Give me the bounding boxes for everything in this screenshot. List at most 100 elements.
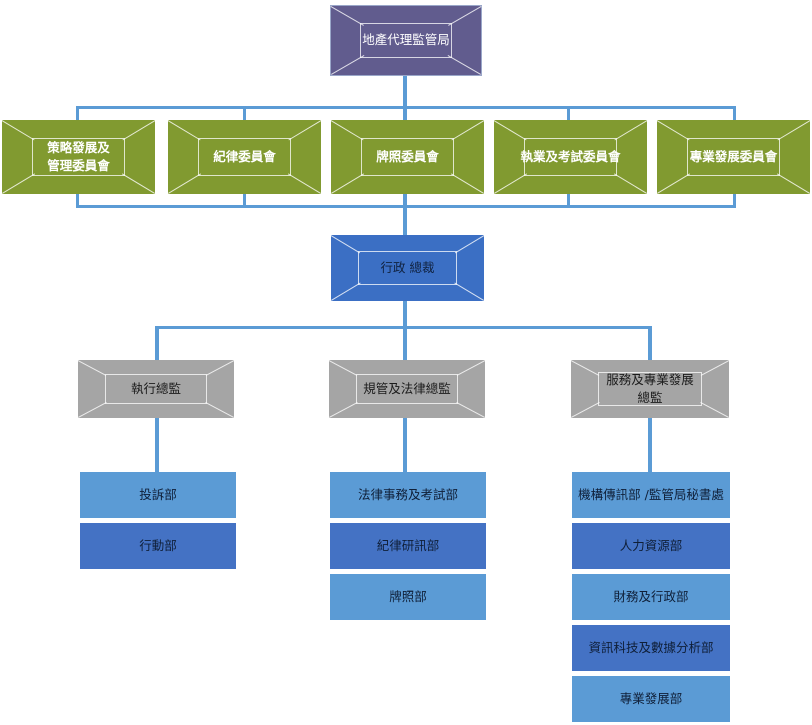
node-department-it-data-analytics[interactable]: 資訊科技及數據分析部 [572,625,730,671]
connector-director2-to-dept [403,418,407,472]
director-bevel-edge-tl [328,360,358,376]
department-label: 行動部 [139,537,177,553]
root-bevel-edge-bl [331,55,365,75]
root-label: 地產代理監管局 [362,32,450,48]
department-label: 牌照部 [389,588,427,604]
root-bevel-edge-br [447,55,481,75]
committee-inner-face [198,138,291,176]
node-department-finance-admin[interactable]: 財務及行政部 [572,574,730,620]
committee-bevel-edge-tl [493,120,527,141]
node-committee-licensing[interactable]: 牌照委員會 [330,120,485,194]
connector-committee-riser-4 [567,192,570,207]
director-inner-face [598,372,702,406]
committee-inner-face [687,138,780,176]
connector-ceo-down [403,301,407,360]
director-bevel-edge-bl [329,401,358,418]
node-committee-professional-dev[interactable]: 專業發展委員會 [656,120,811,194]
director-label: 規管及法律總監 [363,380,451,396]
director-bevel-edge-br [205,401,234,418]
ceo-bevel-edge-tl [330,235,361,254]
node-department-licensing[interactable]: 牌照部 [330,574,486,620]
committee-bevel-edge-tr [288,120,322,141]
connector-director-drop-3 [648,326,652,360]
ceo-bevel-edge-br [454,282,484,301]
director-bevel-edge-bl [571,401,600,418]
connector-director3-to-dept [648,418,652,472]
committee-bevel-edge-tr [122,120,156,141]
node-director-operations[interactable]: 執行總監 [77,360,235,418]
node-ceo[interactable]: 行政 總裁 [330,235,485,301]
connector-director-bus [155,326,652,329]
connector-committee-drop-3 [403,106,407,122]
committee-label: 專業發展委員會 [689,148,778,164]
department-label: 機構傳訊部 /監管局秘書處 [578,486,724,502]
connector-director-drop-1 [155,326,159,360]
committee-bevel-edge-br [450,173,484,194]
node-department-corporate-comms-secretariat[interactable]: 機構傳訊部 /監管局秘書處 [572,472,730,518]
committee-bevel-edge-tl [330,120,364,141]
connector-committee-drop-2 [243,106,246,122]
committee-bevel-edge-tl [167,120,201,141]
node-department-disciplinary-inquiry[interactable]: 紀律研訊部 [330,523,486,569]
connector-director1-to-dept [155,418,159,472]
node-department-professional-development[interactable]: 專業發展部 [572,676,730,722]
committee-bevel-edge-br [287,173,321,194]
committee-inner-face [361,138,454,176]
department-label: 投訴部 [139,486,177,502]
director-bevel-edge-tl [570,360,600,376]
committee-label: 紀律委員會 [213,148,276,164]
committee-bevel-edge-tl [656,120,690,141]
committee-bevel-edge-bl [2,173,36,194]
node-department-operations[interactable]: 行動部 [80,523,236,569]
director-label: 執行總監 [130,380,181,396]
node-committee-disciplinary[interactable]: 紀律委員會 [167,120,322,194]
ceo-label: 行政 總裁 [380,259,435,275]
node-department-complaints[interactable]: 投訴部 [80,472,236,518]
committee-label: 牌照委員會 [376,148,439,164]
connector-committee-drop-5 [733,106,736,122]
committee-bevel-edge-tr [614,120,648,141]
node-department-legal-exam[interactable]: 法律事務及考試部 [330,472,486,518]
department-label: 財務及行政部 [613,588,689,604]
connector-committee-riser-1 [76,192,79,207]
node-director-regulatory-legal[interactable]: 規管及法律總監 [328,360,486,418]
director-bevel-edge-br [456,401,485,418]
director-label: 服務及專業發展 總監 [606,371,694,405]
ceo-bevel-edge-bl [331,282,361,301]
root-bevel-edge-tl [330,6,364,26]
connector-committee-drop-1 [76,106,79,122]
director-bevel-edge-br [700,401,729,418]
director-bevel-edge-tr [205,360,235,376]
committee-inner-face [32,138,125,176]
department-label: 法律事務及考試部 [357,486,458,502]
connector-bus-to-ceo [403,205,407,235]
department-label: 人力資源部 [619,537,683,553]
ceo-inner-face [358,251,457,285]
committee-bevel-edge-bl [168,173,202,194]
committee-label: 策略發展及 管理委員會 [47,139,110,173]
committee-label: 執業及考試委員會 [520,148,621,164]
node-committee-practice-exam[interactable]: 執業及考試委員會 [493,120,648,194]
director-bevel-edge-bl [78,401,107,418]
node-root-authority[interactable]: 地產代理監管局 [330,5,482,76]
node-director-service-professional-dev[interactable]: 服務及專業發展 總監 [570,360,730,418]
node-department-human-resources[interactable]: 人力資源部 [572,523,730,569]
committee-bevel-edge-bl [657,173,691,194]
node-committee-strategy[interactable]: 策略發展及 管理委員會 [1,120,156,194]
connector-committee-drop-4 [567,106,570,122]
root-inner-face [360,23,452,58]
connector-committee-riser-5 [733,192,736,207]
committee-bevel-edge-tl [1,120,35,141]
director-inner-face [105,374,207,404]
department-label: 專業發展部 [619,690,683,706]
director-bevel-edge-tr [456,360,486,376]
committee-inner-face [524,138,617,176]
director-inner-face [356,374,458,404]
connector-root-down [403,76,407,108]
committee-bevel-edge-tr [451,120,485,141]
committee-bevel-edge-br [776,173,810,194]
root-bevel-edge-tr [448,6,482,26]
committee-bevel-edge-br [613,173,647,194]
director-bevel-edge-tr [700,360,730,376]
